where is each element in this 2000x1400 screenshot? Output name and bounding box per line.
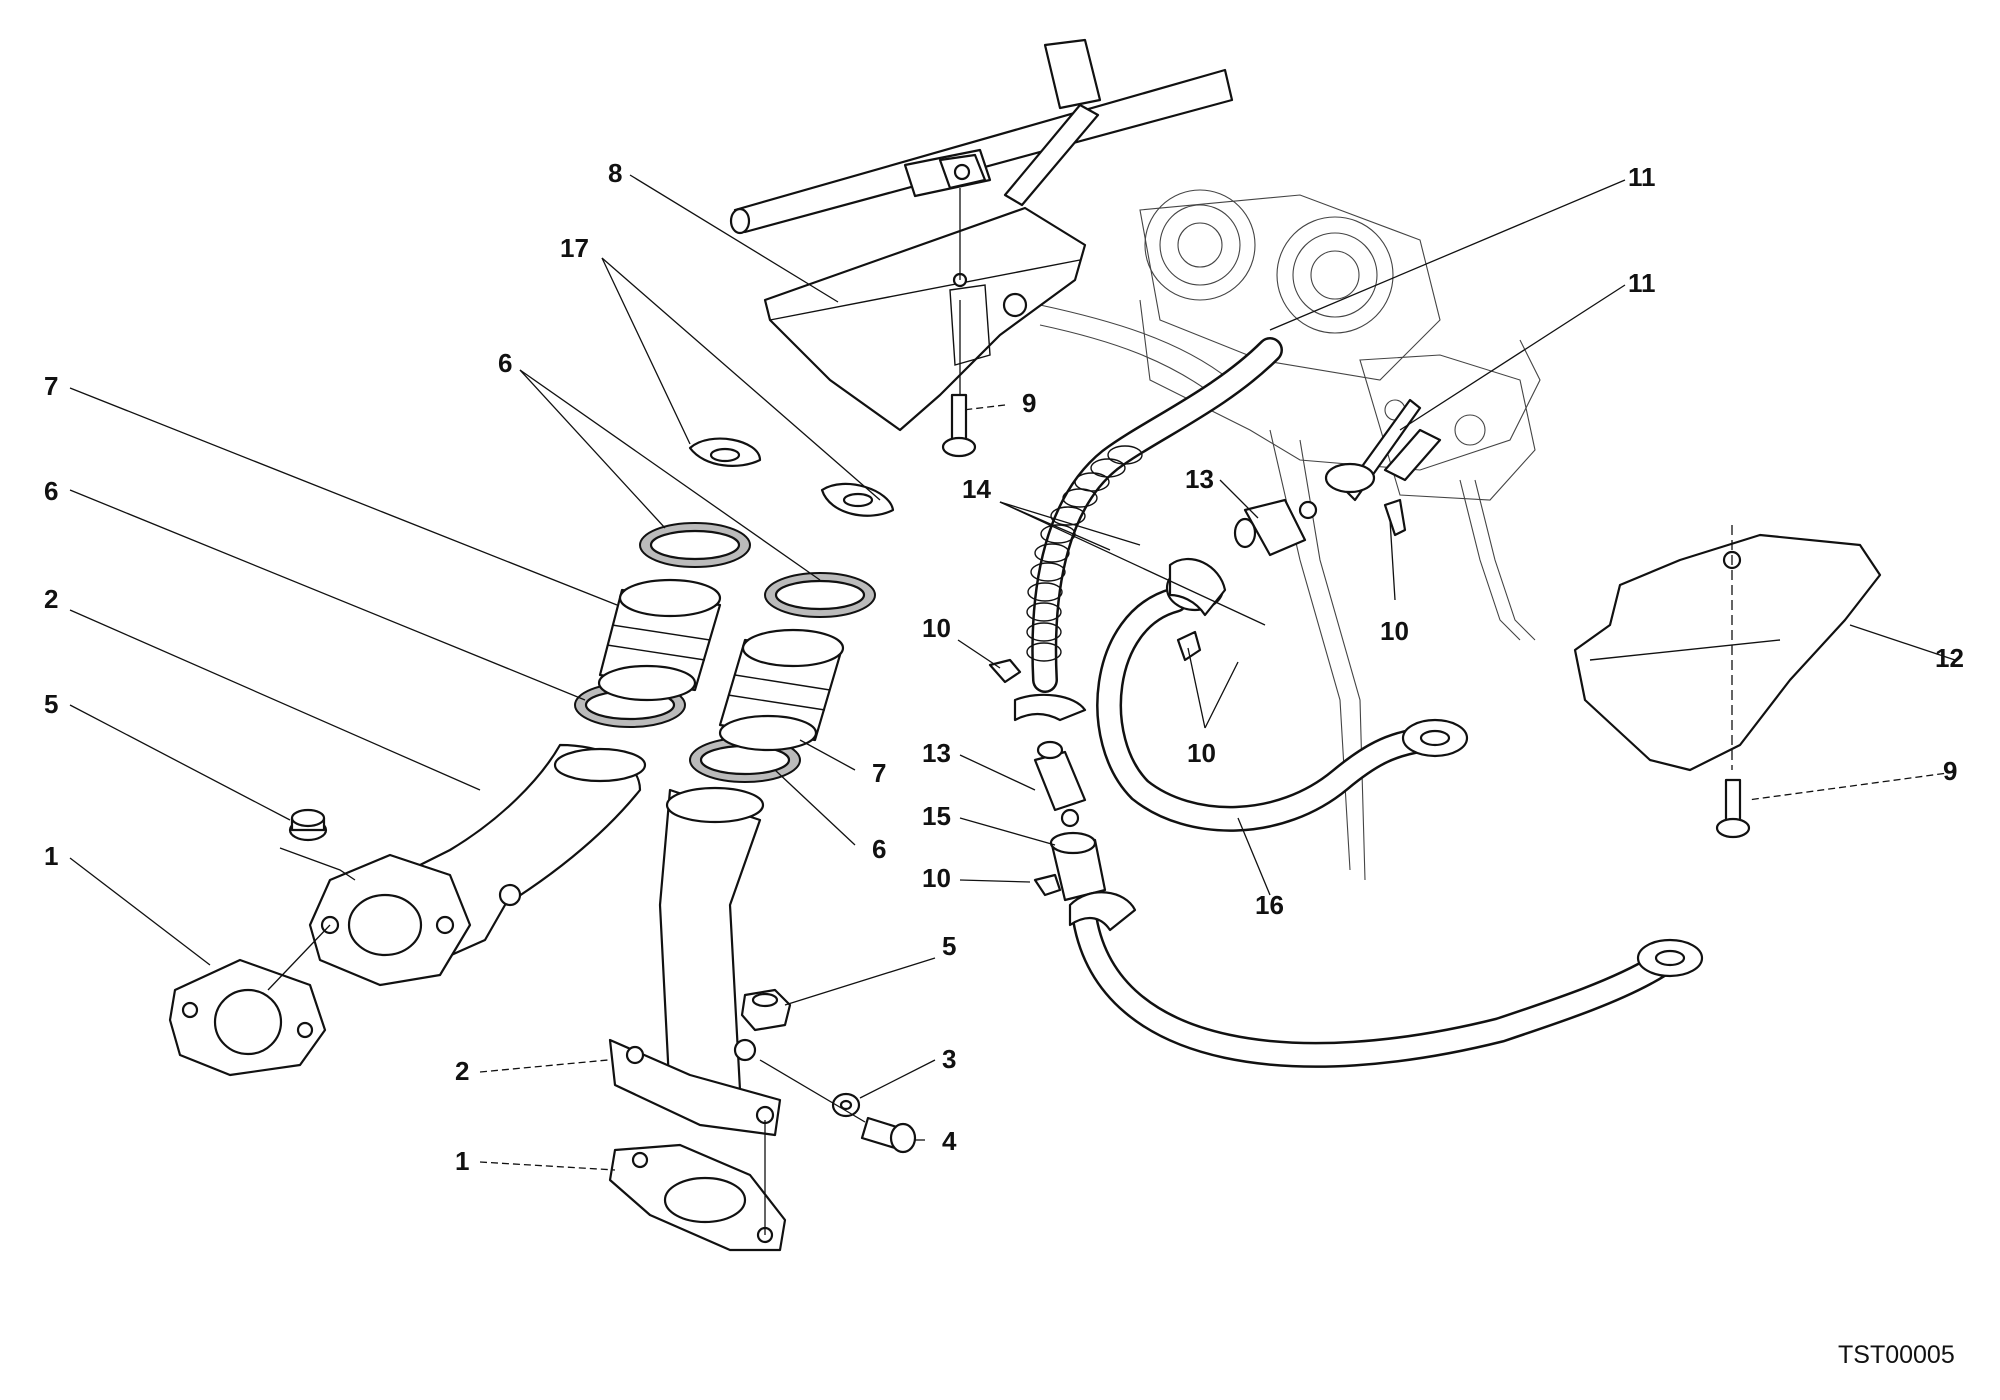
callout-11: 11 [1628,162,1656,192]
callout-15: 15 [922,801,951,831]
part-8-cover [763,206,1087,432]
part-7-sleeves [597,578,845,752]
callout-2: 2 [44,584,58,614]
callout-1: 1 [455,1146,469,1176]
callout-10: 10 [922,613,951,643]
callout-4: 4 [942,1126,957,1156]
callout-11: 11 [1628,268,1656,298]
callout-13: 13 [922,738,951,768]
callout-5: 5 [942,931,956,961]
part-9-screw-lower [1715,778,1751,839]
callout-6: 6 [44,476,58,506]
callout-2: 2 [455,1056,469,1086]
lower-drain-hose [1068,891,1704,1068]
axis-line-3-4 [759,1059,866,1123]
part-13-fitting-upper [1233,498,1318,557]
callout-12: 12 [1935,643,1964,673]
drawing-code: TST00005 [1838,1341,1955,1369]
part-8-mount-nut [938,153,987,190]
callout-9: 9 [1943,756,1957,786]
part-1-gasket-left [168,958,327,1077]
part-4-screw [860,1116,917,1154]
callout-7: 7 [872,758,886,788]
part-1-gasket-center [608,1143,787,1252]
callout-1: 1 [44,841,58,871]
callout-6: 6 [872,834,886,864]
frame-tube [729,38,1234,235]
callout-9: 9 [1022,388,1036,418]
part-13-fitting-lower [1033,740,1087,828]
part-3-washer [831,1092,861,1118]
part-14-hose-with-spring [1013,337,1283,722]
callout-13: 13 [1185,464,1214,494]
callout-8: 8 [608,158,622,188]
callout-14: 14 [962,474,991,504]
part-5-grommet-left [288,808,328,842]
callout-7: 7 [44,371,58,401]
callout-10: 10 [1187,738,1216,768]
callout-5: 5 [44,689,58,719]
callout-labels: 8 17 6 7 6 2 5 1 9 14 11 11 13 10 10 10 … [44,158,1964,1176]
callout-16: 16 [1255,890,1284,920]
part-2-intake-pipe-left [308,743,647,987]
part-10-clips [988,498,1407,897]
axis-line-5a [279,847,356,881]
callout-17: 17 [560,233,589,263]
callout-10: 10 [922,863,951,893]
part-9-screw-upper [941,300,977,458]
part-5-grommet-center [740,988,792,1032]
part-16-hose [1096,557,1469,832]
part-11-hose-stubs [1324,398,1442,502]
leader-lines [69,174,1956,1171]
callout-10: 10 [1380,616,1409,646]
callout-3: 3 [942,1044,956,1074]
part-17-washers [688,437,895,517]
part-2-intake-pipe-center [608,786,782,1137]
part-15-fitting [1049,831,1107,902]
axis-line-1a [267,924,331,991]
part-12-cover [1573,533,1882,772]
callout-6: 6 [498,348,512,378]
